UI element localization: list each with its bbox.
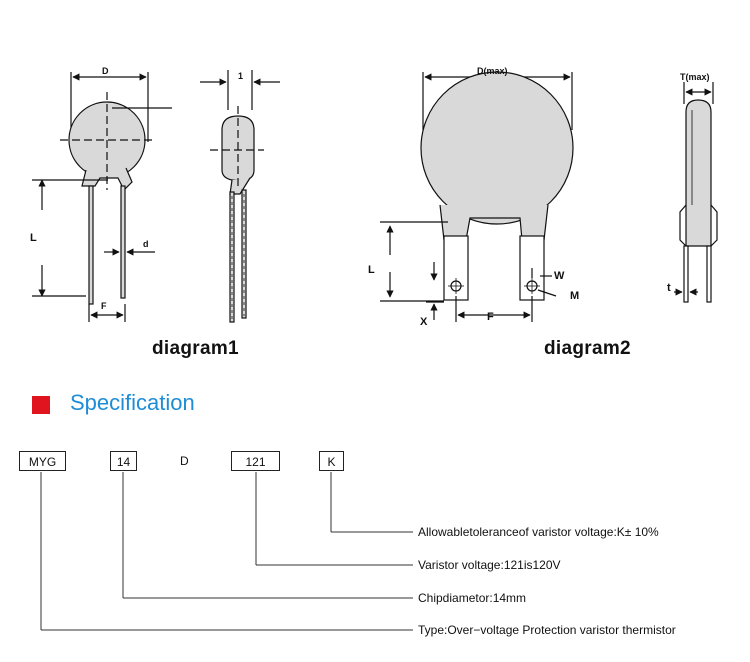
spec-leader-lines xyxy=(40,472,413,631)
diagram1-label-T: 1 xyxy=(238,71,243,81)
diagram1-caption: diagram1 xyxy=(152,338,239,359)
diagram1-label-F: F xyxy=(101,301,107,311)
desc-voltage: Varistor voltage:121is120V xyxy=(418,558,561,572)
diagram2-front-view xyxy=(380,71,574,322)
diagram2-label-D: D(max) xyxy=(477,66,508,76)
desc-diameter: Chipdiametor:14mm xyxy=(418,591,527,605)
diagram1-label-D: D xyxy=(102,66,109,76)
code-part-type: D xyxy=(180,454,189,468)
section-marker-square xyxy=(32,396,50,414)
diagram1-label-L: L xyxy=(30,232,37,244)
code-part-tolerance: K xyxy=(319,451,344,471)
diagram2-caption: diagram2 xyxy=(544,338,631,359)
diagram2-label-F: F xyxy=(487,311,494,323)
code-part-voltage: 121 xyxy=(231,451,280,471)
code-part-diameter: 14 xyxy=(110,451,137,471)
diagram2-label-T: T(max) xyxy=(680,72,710,82)
diagram2-side-view xyxy=(674,82,718,303)
diagram2-label-L: L xyxy=(368,264,375,276)
diagram2-label-M: M xyxy=(570,290,579,302)
diagram2-label-X: X xyxy=(420,316,428,328)
code-part-series: MYG xyxy=(19,451,66,471)
diagram1-front-view xyxy=(32,72,172,322)
diagram2-label-W: W xyxy=(554,270,565,282)
diagram2-label-t: t xyxy=(667,282,671,294)
diagram1-side-view xyxy=(200,70,280,323)
desc-tolerance: Allowabletoleranceof varistor voltage:K±… xyxy=(418,525,659,539)
diagram1-label-d: d xyxy=(143,239,149,249)
desc-type: Type:Over−voltage Protection varistor th… xyxy=(418,623,676,637)
section-title: Specification xyxy=(70,390,195,415)
